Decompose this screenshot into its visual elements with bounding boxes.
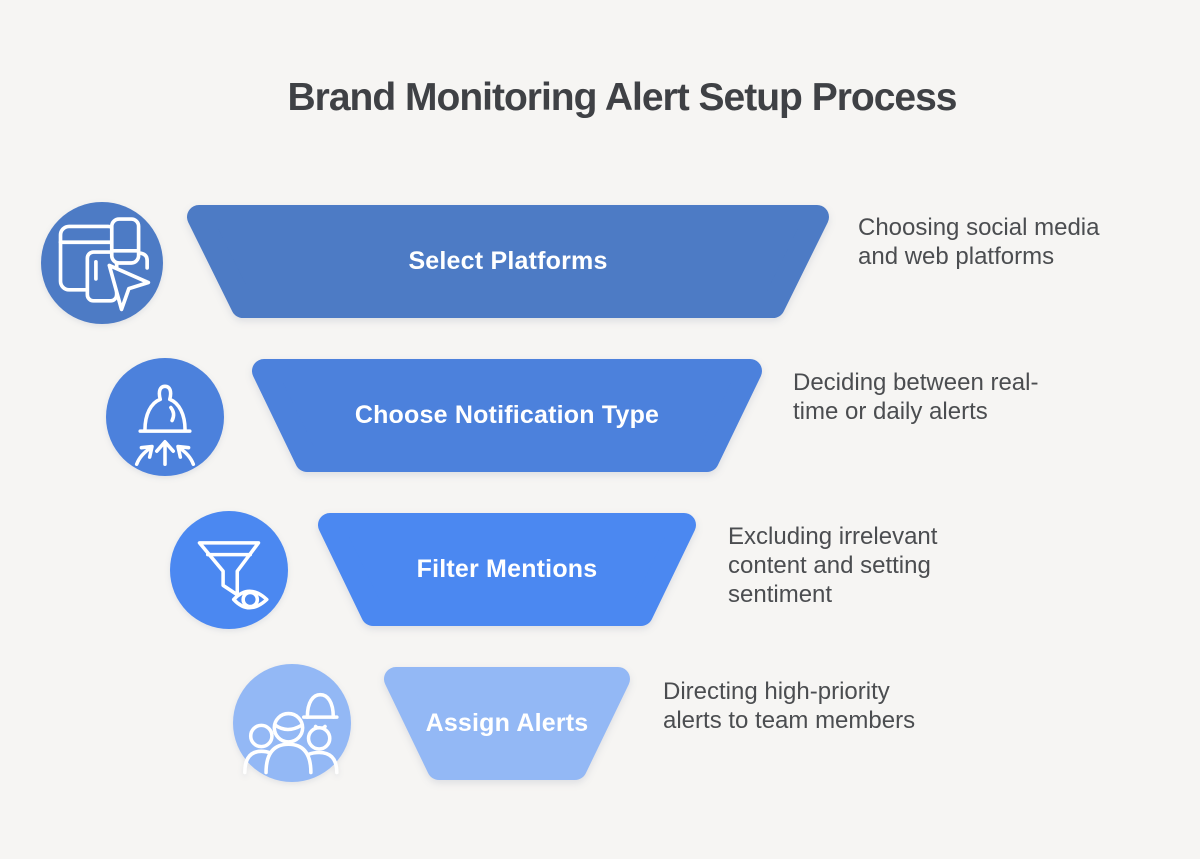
funnel-stage-2 bbox=[252, 359, 762, 472]
funnel-stage-1-label: Select Platforms bbox=[408, 247, 608, 275]
funnel-stage-3-label: Filter Mentions bbox=[416, 555, 598, 583]
devices-cursor-icon bbox=[41, 202, 163, 324]
stage-2-description: Deciding between real- time or daily ale… bbox=[793, 369, 1039, 425]
stage-1-description: Choosing social media and web platforms bbox=[858, 214, 1100, 270]
stage-4-description: Directing high-priority alerts to team m… bbox=[663, 678, 916, 734]
funnel-stage-3 bbox=[318, 513, 696, 626]
funnel-stage-4-label: Assign Alerts bbox=[425, 709, 589, 737]
page-title: Brand Monitoring Alert Setup Process bbox=[287, 76, 958, 119]
stage-3-description: Excluding irrelevant content and setting… bbox=[728, 523, 938, 608]
team-bell-icon bbox=[233, 664, 351, 782]
funnel-eye-icon bbox=[170, 511, 288, 629]
funnel-stage-1 bbox=[187, 205, 829, 318]
bell-incoming-arrows-icon bbox=[106, 358, 224, 476]
funnel-stage-4 bbox=[384, 667, 630, 780]
funnel-stage-2-label: Choose Notification Type bbox=[354, 401, 660, 429]
